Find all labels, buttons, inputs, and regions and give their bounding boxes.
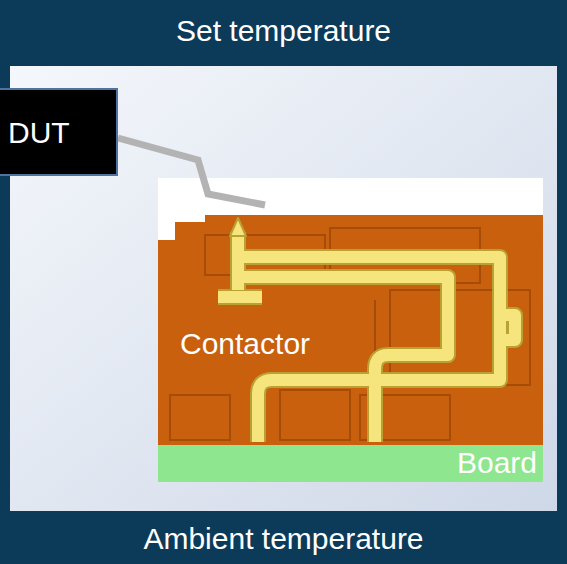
board-band: Board	[158, 445, 543, 482]
node-label: Board	[457, 446, 537, 480]
contactor-block: Contactor	[158, 215, 543, 445]
contactor-body	[158, 215, 543, 445]
device-box: DUT	[0, 88, 118, 176]
housing	[158, 215, 543, 445]
node-label: DUT	[8, 116, 70, 150]
node-label: Contactor	[180, 327, 310, 361]
dut-lead	[118, 138, 265, 205]
temperature-label: Set temperature	[176, 14, 391, 48]
temperature-label: Ambient temperature	[143, 522, 423, 556]
